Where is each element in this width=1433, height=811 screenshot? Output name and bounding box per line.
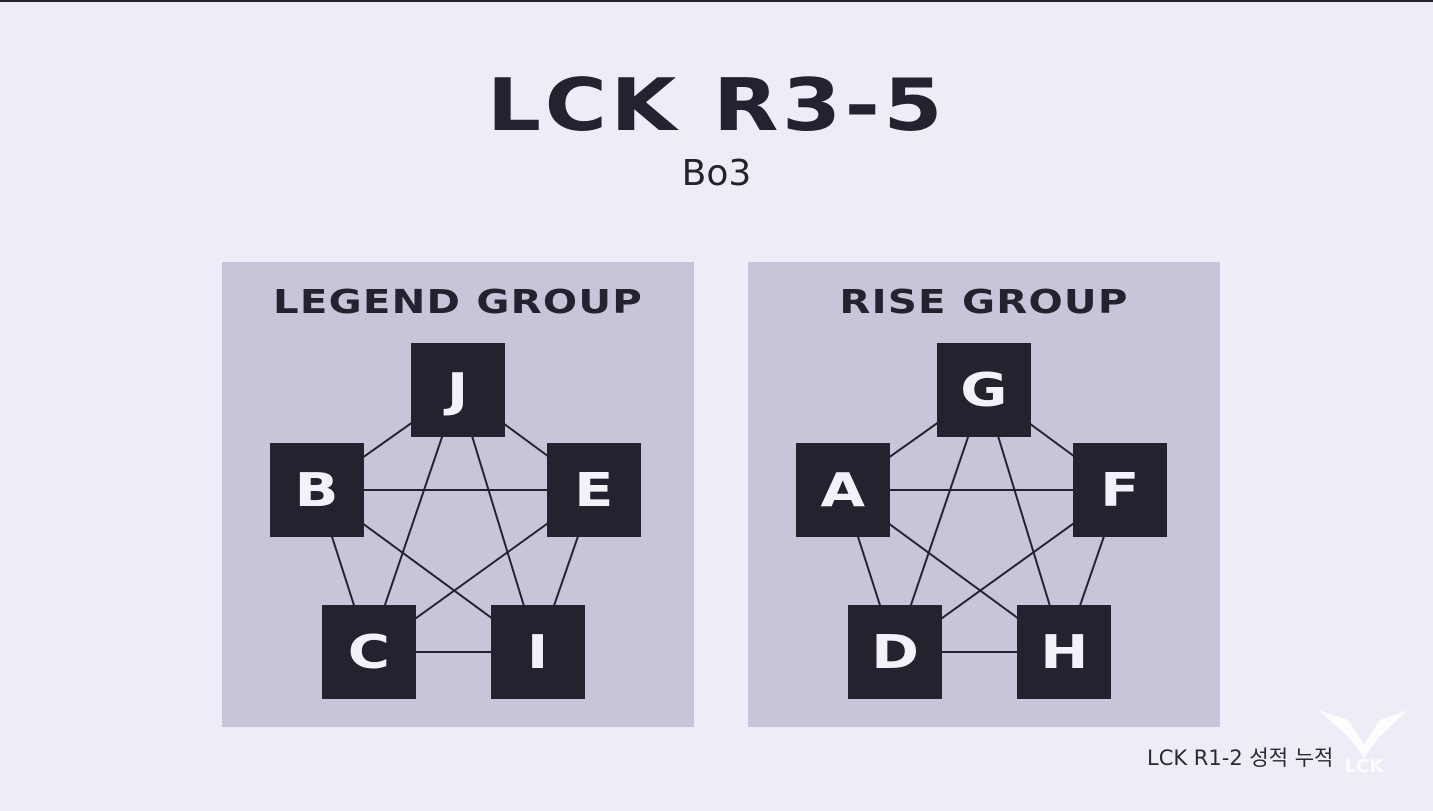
team-label: H [1039, 625, 1089, 679]
legend-group-panel: LEGEND GROUP J B E C I [222, 262, 694, 727]
group-title: LEGEND GROUP [273, 282, 643, 321]
team-node: J [411, 343, 505, 437]
team-label: C [347, 625, 391, 679]
team-node: C [322, 605, 416, 699]
team-node: I [491, 605, 585, 699]
team-node: B [270, 443, 364, 537]
team-label: D [871, 625, 919, 679]
team-node: H [1017, 605, 1111, 699]
team-label: J [447, 363, 469, 417]
top-border [0, 0, 1433, 2]
page-subtitle: Bo3 [681, 153, 752, 194]
team-label: A [820, 463, 866, 517]
rise-group-panel: RISE GROUP G A F D H [748, 262, 1220, 727]
team-label: B [295, 463, 339, 517]
lck-logo-icon: LCK [1318, 710, 1408, 774]
group-title: RISE GROUP [839, 282, 1129, 321]
team-node: E [547, 443, 641, 537]
team-node: A [796, 443, 890, 537]
page-title: LCK R3-5 [486, 63, 947, 147]
svg-text:LCK: LCK [1345, 756, 1385, 774]
team-label: E [574, 463, 614, 517]
footnote: LCK R1-2 성적 누적 [1147, 746, 1334, 770]
team-node: G [937, 343, 1031, 437]
team-node: F [1073, 443, 1167, 537]
team-label: F [1100, 463, 1140, 517]
team-label: G [960, 363, 1008, 417]
team-label: I [527, 625, 549, 679]
team-node: D [848, 605, 942, 699]
